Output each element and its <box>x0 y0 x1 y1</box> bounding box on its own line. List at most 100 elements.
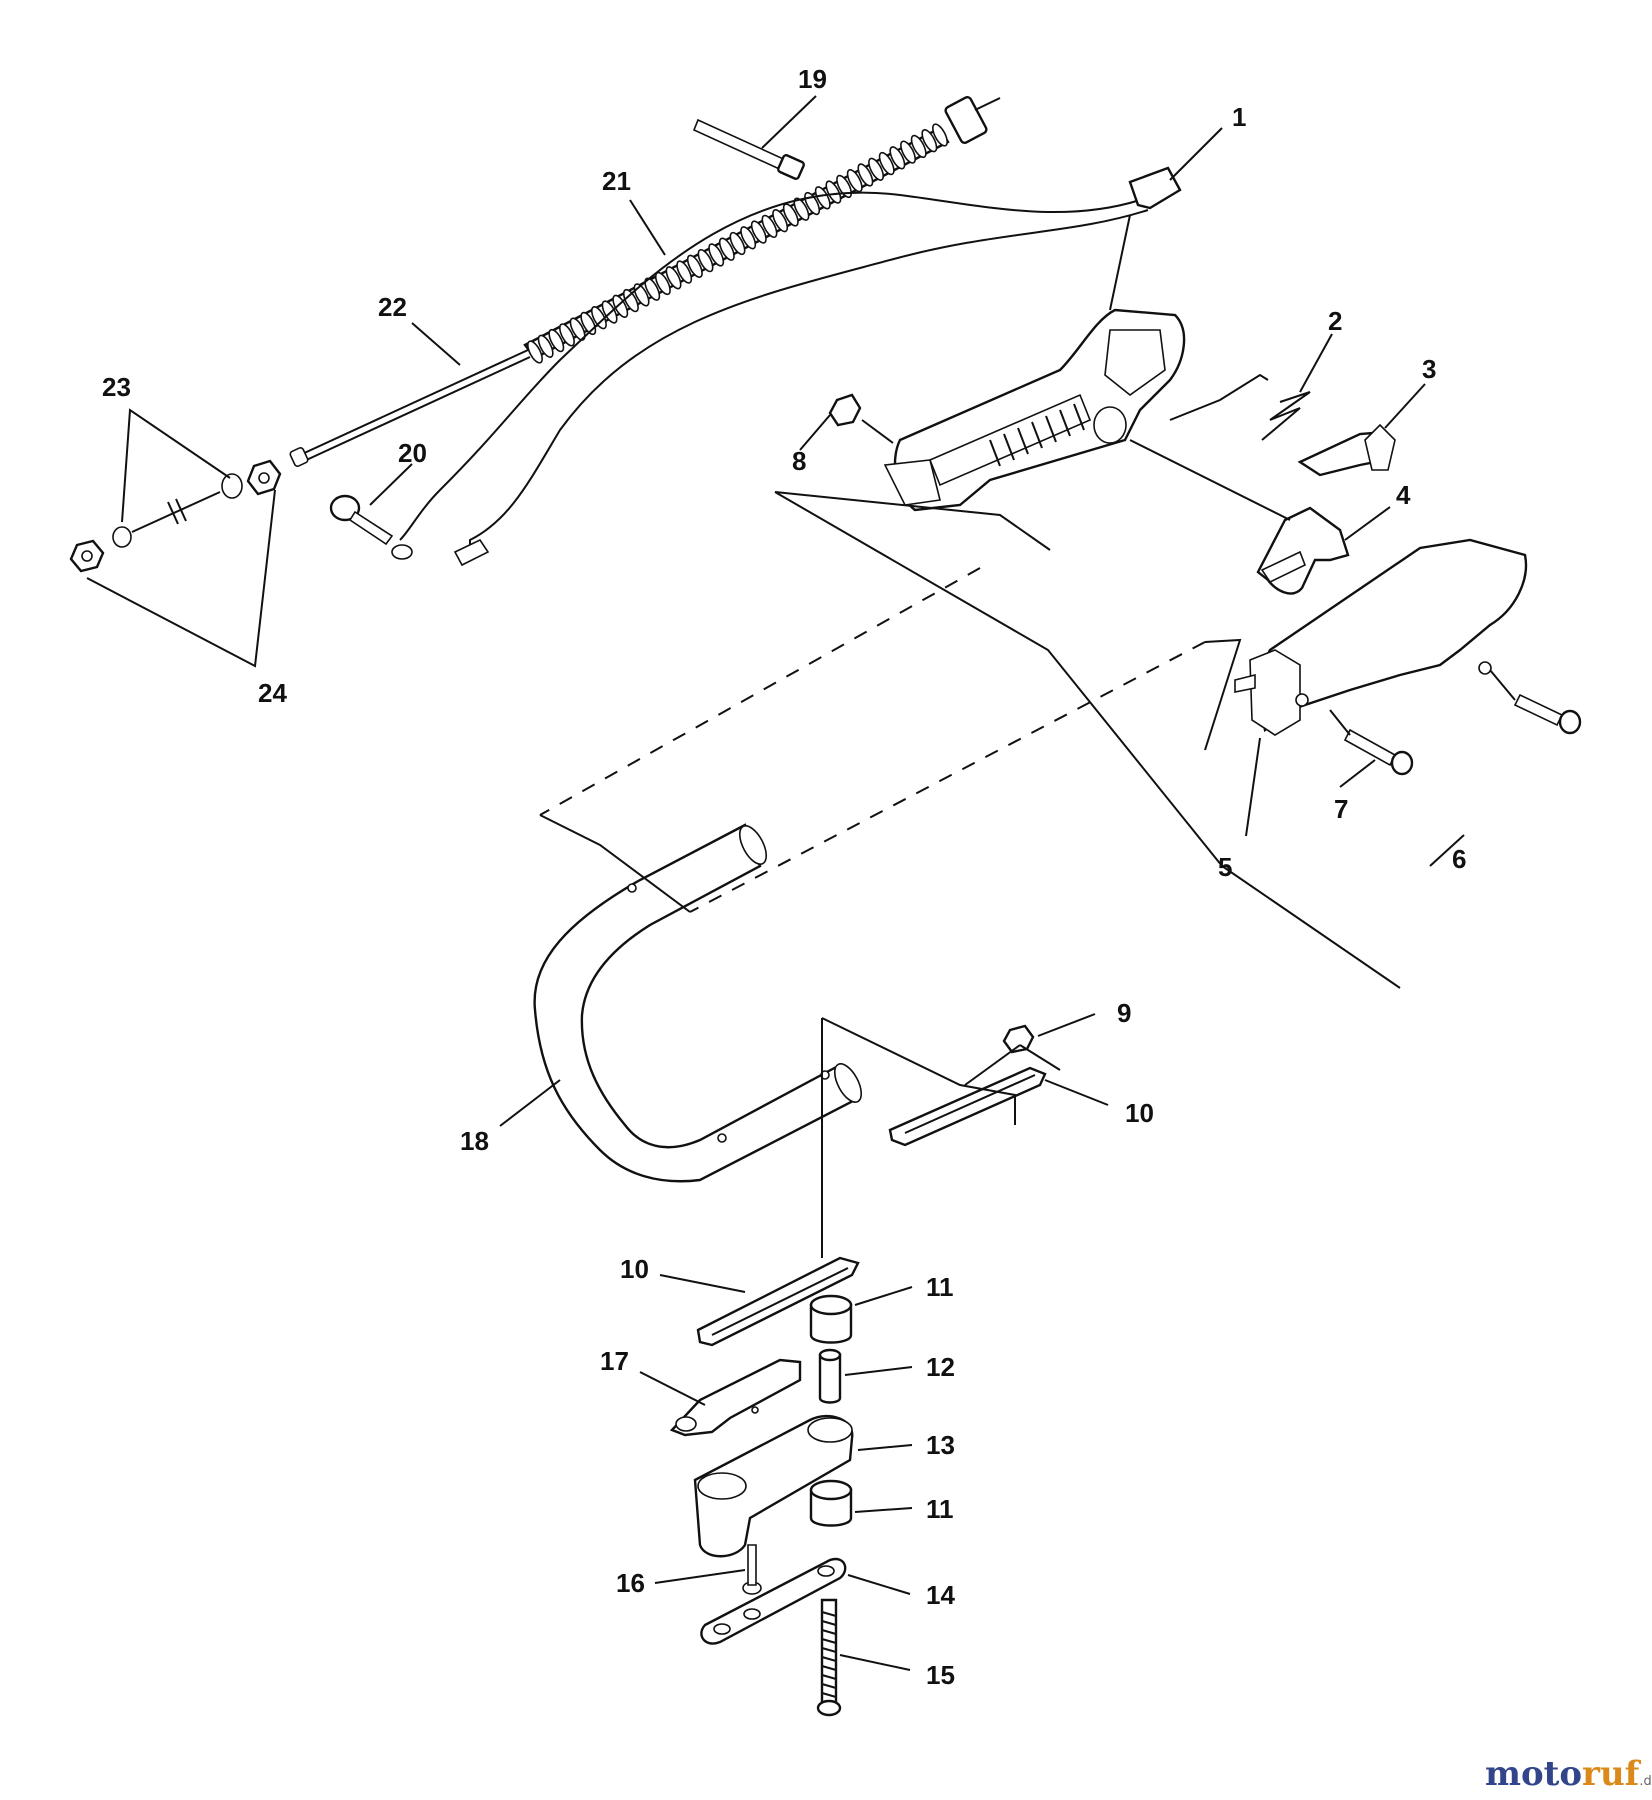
front-handle-hole-1 <box>627 883 637 893</box>
screw-part-20 <box>329 494 394 546</box>
plate-14-body <box>700 1557 847 1645</box>
asm-line-7 <box>1329 709 1351 736</box>
spring-coil <box>633 283 650 307</box>
stud-axis <box>131 491 221 533</box>
nut-24-right-hole <box>258 472 270 484</box>
throttle-lock-tab <box>1364 423 1396 471</box>
dash-line-2 <box>689 641 1206 913</box>
switch-wire-b <box>469 209 1149 545</box>
callout-labels: 1 2 3 4 5 6 7 8 9 10 10 11 11 12 13 14 1… <box>102 64 1466 1690</box>
bolt-thread <box>821 1665 837 1671</box>
callout-11-lower: 11 <box>926 1494 954 1524</box>
bolt-thread <box>821 1674 837 1680</box>
screw-20-head <box>329 494 361 522</box>
bracket-17-body <box>669 1358 802 1437</box>
callout-11-upper: 11 <box>926 1272 954 1302</box>
rear-handle-grip-inner <box>928 393 1092 487</box>
leader-3 <box>1384 383 1426 429</box>
front-handle-part-18 <box>533 823 863 1183</box>
front-handle-tube <box>533 823 857 1183</box>
callout-10-upper: 10 <box>1125 1098 1154 1128</box>
dash-line-1 <box>539 567 981 816</box>
plate-14-hole-2 <box>743 1608 761 1620</box>
spring-coil <box>729 231 746 256</box>
leader-5 <box>1245 737 1261 837</box>
callout-22: 22 <box>378 292 407 322</box>
bolt-thread <box>821 1638 837 1644</box>
cable-end-stub <box>974 97 1001 111</box>
spring-coil <box>697 248 714 273</box>
spring-coil <box>793 197 810 221</box>
spring-coil <box>686 254 703 278</box>
assembly-lines <box>539 214 1516 1258</box>
plate-part-14 <box>700 1557 847 1645</box>
leader-8 <box>799 414 831 451</box>
nut-9-body <box>1002 1024 1035 1054</box>
mount-arm-left-eye <box>697 1472 747 1500</box>
bolt-thread <box>821 1647 837 1653</box>
spring-coil <box>868 157 885 181</box>
bolt-thread <box>821 1656 837 1662</box>
stop-switch-body <box>1128 166 1182 210</box>
asm-line-4 <box>1129 439 1291 521</box>
rear-handle-right-body <box>1253 538 1528 733</box>
bolt-part-15 <box>816 1598 842 1717</box>
throttle-trigger-part-4 <box>1256 506 1350 595</box>
leader-6 <box>1429 834 1465 867</box>
callout-4: 4 <box>1396 480 1411 510</box>
inner-cable-end <box>289 446 309 468</box>
callout-8: 8 <box>792 446 806 476</box>
asm-line-8 <box>861 419 894 444</box>
group-bracket-2 <box>774 491 1051 551</box>
callout-14: 14 <box>926 1580 955 1610</box>
inner-cable-line-2 <box>301 356 531 463</box>
spring-coil <box>921 129 938 153</box>
asm-line-6 <box>1489 669 1516 701</box>
screw-20-shank <box>348 510 394 546</box>
cable-tie-part-19 <box>692 118 805 180</box>
group-bracket-1 <box>774 491 1401 989</box>
callout-5: 5 <box>1218 852 1232 882</box>
pin-12-body <box>818 1353 842 1404</box>
grip-rib <box>1003 433 1015 461</box>
leader-23 <box>121 408 231 523</box>
spring-2-wire <box>1261 391 1311 441</box>
spring-coil <box>708 243 725 267</box>
bolt-thread <box>821 1683 837 1689</box>
callout-7: 7 <box>1334 794 1348 824</box>
throttle-cable-part-21 <box>523 95 1001 364</box>
bushing-part-11-upper <box>809 1294 853 1344</box>
bolt-15-head <box>816 1699 842 1717</box>
wire-connector <box>453 538 490 567</box>
rear-handle-right-stud <box>1234 673 1256 693</box>
leader-lines <box>86 95 1465 1671</box>
leader-19 <box>761 95 817 149</box>
break-mark-1 <box>167 501 179 525</box>
front-handle-hole-2 <box>717 1133 727 1143</box>
site-watermark: motoruf.de <box>1485 1754 1652 1794</box>
bracket-10-upper-edge <box>904 1074 1036 1134</box>
leader-11b <box>854 1507 913 1513</box>
mount-arm-right-eye <box>807 1417 853 1443</box>
stop-switch-wire-part-1 <box>391 166 1182 567</box>
inner-cable-part-22 <box>289 349 531 468</box>
screw-7-shank <box>1343 728 1397 767</box>
spring-coil <box>718 237 735 261</box>
leader-12 <box>844 1366 913 1376</box>
screw-6-head <box>1558 709 1582 735</box>
spring-coil <box>665 266 682 290</box>
bracket-10-upper-plate <box>888 1066 1047 1147</box>
bolt-thread <box>821 1620 837 1626</box>
bushing-part-11-lower <box>809 1479 853 1527</box>
spring-coil <box>900 140 916 164</box>
callout-18: 18 <box>460 1126 489 1156</box>
spring-coil <box>846 169 863 193</box>
bolt-thread <box>821 1692 837 1698</box>
spring-coil <box>889 146 906 170</box>
plate-14-hole-1 <box>713 1623 731 1635</box>
watermark-logo: motoruf.de <box>1485 1754 1652 1794</box>
cable-tie-strap <box>692 118 792 174</box>
callout-2: 2 <box>1328 306 1342 336</box>
rear-handle-grip-ribs <box>989 403 1085 467</box>
bolt-thread <box>821 1629 837 1635</box>
